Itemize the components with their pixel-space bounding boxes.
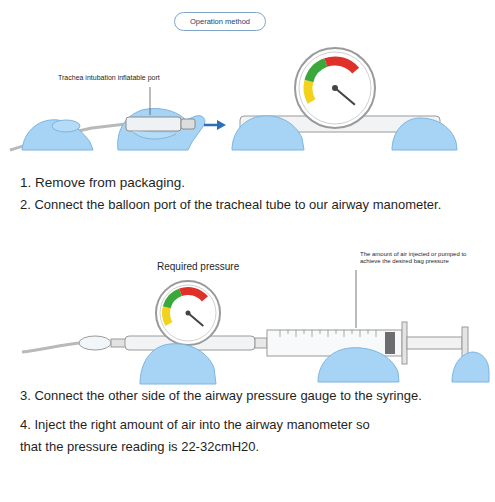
pilot-tube (22, 343, 79, 352)
step-text: 2. Connect the balloon port of the trach… (20, 197, 441, 213)
plunger-rod (407, 337, 462, 349)
glove (140, 344, 216, 384)
pilot-balloon (79, 336, 111, 350)
step-text: 1. Remove from packaging. (20, 175, 185, 191)
yellow-zone (308, 81, 312, 102)
manometer-dial (156, 281, 220, 345)
green-zone (167, 292, 181, 307)
syringe-tip (255, 338, 267, 348)
manometer-dial (295, 48, 375, 128)
balloon-port (126, 117, 181, 131)
needle-hub (186, 311, 191, 316)
part-label: Trachea intubation inflatable port (58, 74, 160, 82)
heading-pill: Operation method (174, 12, 266, 31)
glove (452, 352, 489, 382)
glove (22, 120, 93, 150)
heading-text: Operation method (190, 17, 250, 26)
glove (392, 118, 457, 150)
leader-line (150, 87, 151, 115)
needle (335, 88, 355, 105)
arrow-head (217, 120, 226, 130)
plunger-stopper (385, 332, 395, 354)
glove (318, 348, 399, 382)
dial-ring (160, 285, 216, 341)
dial-ring (299, 52, 371, 124)
glove-thumb (52, 120, 80, 132)
red-zone (326, 61, 356, 71)
graduations (280, 330, 376, 337)
glove (118, 108, 205, 150)
syringe-flange (402, 322, 407, 364)
yellow-zone (166, 307, 169, 324)
note-text: The amount of air injected or pumped to … (360, 251, 472, 265)
needle (188, 313, 203, 326)
glove-finger (132, 131, 176, 139)
arrow (204, 124, 218, 127)
glove (232, 116, 304, 150)
valve-end (181, 119, 195, 129)
red-zone (181, 291, 205, 299)
leader-line (356, 270, 357, 328)
part-label: Required pressure (157, 261, 239, 273)
step-text: 4. Inject the right amount of air into t… (20, 414, 380, 458)
step-text: 3. Connect the other side of the airway … (20, 388, 422, 404)
needle-hub (332, 85, 338, 91)
green-zone (309, 63, 326, 81)
